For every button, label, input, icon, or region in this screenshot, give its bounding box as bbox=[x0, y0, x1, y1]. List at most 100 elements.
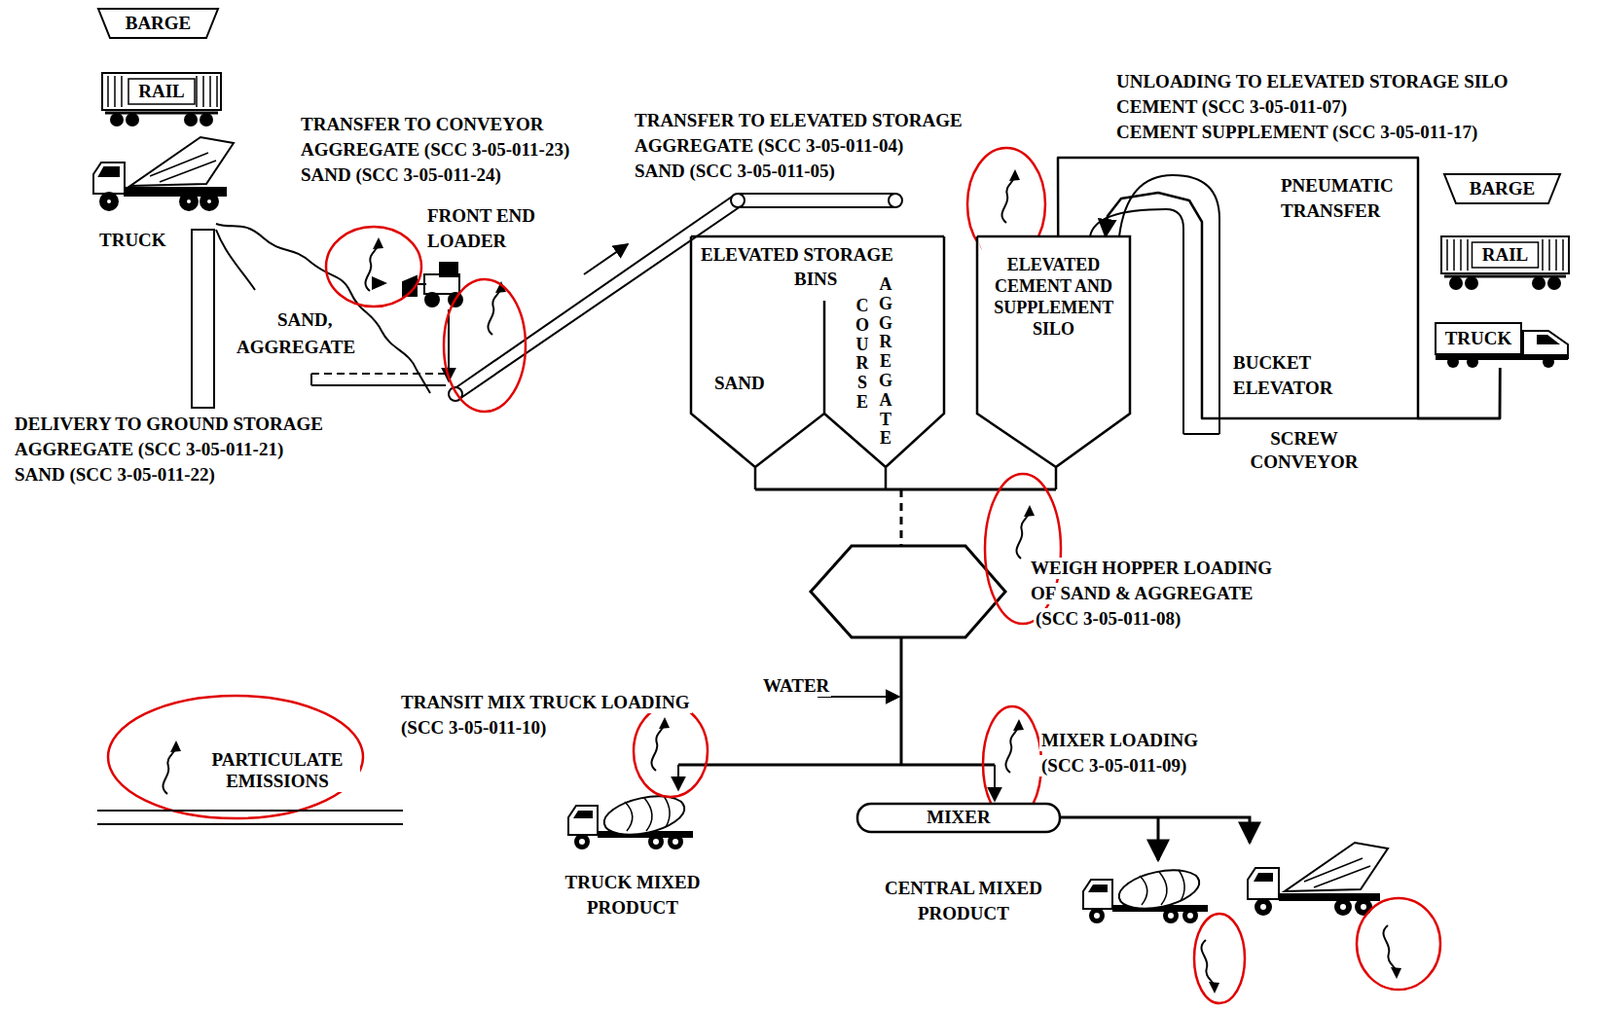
line-art bbox=[310, 373, 313, 386]
line-art bbox=[202, 75, 205, 108]
process-label: TRANSIT MIX TRUCK LOADING bbox=[399, 691, 692, 714]
line-art bbox=[1005, 719, 1024, 773]
process-label: UNLOADING TO ELEVATED STORAGE SILO bbox=[1114, 71, 1511, 93]
railcar-icon: RAIL bbox=[99, 71, 224, 128]
line-art bbox=[416, 283, 427, 286]
line-art bbox=[633, 705, 708, 798]
storage-bins: ELEVATED STORAGEBINSSANDCOURSEAGGREGATE bbox=[690, 236, 946, 492]
process-label: CONVEYOR bbox=[1248, 451, 1361, 473]
line-art bbox=[93, 137, 234, 211]
line-art bbox=[424, 274, 460, 294]
line-art bbox=[1562, 239, 1564, 271]
line-art bbox=[1449, 276, 1463, 291]
line-art bbox=[678, 763, 995, 767]
scc-code-label: AGGREGATE (SCC 3-05-011-04) bbox=[632, 135, 906, 157]
line-art bbox=[1444, 275, 1566, 279]
line-art bbox=[125, 112, 140, 127]
process-label: TRUCK MIXED bbox=[563, 872, 703, 894]
scc-code-label: SAND (SCC 3-05-011-05) bbox=[632, 160, 837, 182]
transfer-line bbox=[1105, 192, 1500, 419]
process-label: MIXER LOADING bbox=[1039, 729, 1200, 752]
line-art bbox=[737, 192, 896, 195]
line-art bbox=[162, 740, 182, 795]
delivery-trucks bbox=[568, 790, 1388, 924]
line-art bbox=[113, 75, 116, 108]
line-art bbox=[1435, 323, 1522, 355]
line-art bbox=[97, 823, 403, 826]
line-art bbox=[191, 229, 215, 408]
vertical-label: COURSE bbox=[853, 296, 872, 413]
line-art bbox=[109, 112, 124, 127]
line-art bbox=[98, 8, 219, 38]
line-art bbox=[1016, 505, 1035, 559]
scc-code-label: CEMENT (SCC 3-05-011-07) bbox=[1114, 96, 1349, 118]
line-art bbox=[737, 206, 896, 209]
barge-icon: BARGE bbox=[97, 7, 219, 39]
node-label: BARGE bbox=[125, 12, 192, 35]
line-art bbox=[583, 244, 628, 275]
line-art bbox=[1547, 276, 1562, 291]
line-art bbox=[1536, 334, 1561, 345]
line-art bbox=[216, 223, 431, 394]
line-art bbox=[1541, 239, 1544, 271]
line-art bbox=[1247, 842, 1388, 916]
batching-lines bbox=[678, 489, 1250, 861]
line-art bbox=[690, 236, 945, 490]
line-art bbox=[311, 384, 446, 387]
process-label: TRANSFER TO ELEVATED STORAGE bbox=[632, 109, 965, 132]
line-art bbox=[1119, 175, 1220, 435]
line-art bbox=[425, 292, 439, 307]
line-art bbox=[1194, 913, 1245, 1004]
node-label: RAIL bbox=[138, 80, 185, 103]
scc-code-label: CEMENT SUPPLEMENT (SCC 3-05-011-17) bbox=[1114, 121, 1480, 144]
line-art bbox=[900, 489, 904, 546]
process-label: PRODUCT bbox=[584, 897, 681, 919]
line-art bbox=[1382, 925, 1402, 980]
line-art bbox=[1157, 817, 1161, 861]
line-art bbox=[439, 262, 458, 277]
line-art bbox=[1453, 239, 1455, 271]
line-art bbox=[1060, 817, 1250, 843]
scc-code-label: AGGREGATE (SCC 3-05-011-21) bbox=[12, 438, 286, 461]
line-art bbox=[1555, 239, 1558, 271]
line-art bbox=[1447, 356, 1459, 368]
line-art bbox=[402, 276, 417, 296]
line-art bbox=[1083, 864, 1208, 924]
process-label: AGGREGATE bbox=[234, 336, 358, 359]
line-art bbox=[209, 75, 212, 108]
line-art bbox=[199, 112, 214, 127]
scc-code-label: (SCC 3-05-011-08) bbox=[1033, 608, 1183, 630]
scc-code-label: (SCC 3-05-011-09) bbox=[1039, 755, 1189, 777]
cement-silo: ELEVATED CEMENT AND SUPPLEMENT SILO bbox=[977, 236, 1130, 492]
process-label: SCREW bbox=[1268, 428, 1341, 450]
mixer-drum: MIXER bbox=[856, 802, 1061, 834]
line-art bbox=[326, 226, 422, 307]
line-art bbox=[1200, 940, 1220, 994]
line-art bbox=[755, 488, 1056, 492]
line-art bbox=[900, 637, 904, 765]
process-label: LOADER bbox=[425, 230, 509, 253]
line-art bbox=[1356, 898, 1441, 990]
node-label: MIXER bbox=[926, 806, 990, 829]
line-art bbox=[183, 112, 198, 127]
line-art bbox=[977, 236, 1130, 492]
loader-down-arrow bbox=[447, 309, 450, 382]
legend-ground-line bbox=[97, 810, 403, 825]
railcar-icon: RAIL bbox=[1438, 234, 1572, 291]
line-art bbox=[216, 75, 219, 108]
process-label: DELIVERY TO GROUND STORAGE bbox=[12, 413, 326, 436]
line-art bbox=[1001, 169, 1020, 223]
line-art bbox=[1466, 239, 1469, 271]
process-label: TRANSFER TO CONVEYOR bbox=[298, 113, 546, 136]
line-art bbox=[443, 279, 526, 412]
node-label: ELEVATED STORAGE bbox=[700, 244, 894, 266]
line-art bbox=[487, 281, 507, 335]
line-art bbox=[1464, 276, 1479, 291]
line-art bbox=[195, 75, 198, 108]
process-label: BUCKET bbox=[1231, 352, 1313, 374]
process-label: WATER bbox=[761, 675, 832, 697]
process-label: TRANSFER bbox=[1278, 200, 1382, 222]
node-label: ELEVATED CEMENT AND SUPPLEMENT SILO bbox=[993, 254, 1114, 340]
barge-icon: BARGE bbox=[1443, 173, 1562, 205]
line-art bbox=[730, 193, 745, 208]
